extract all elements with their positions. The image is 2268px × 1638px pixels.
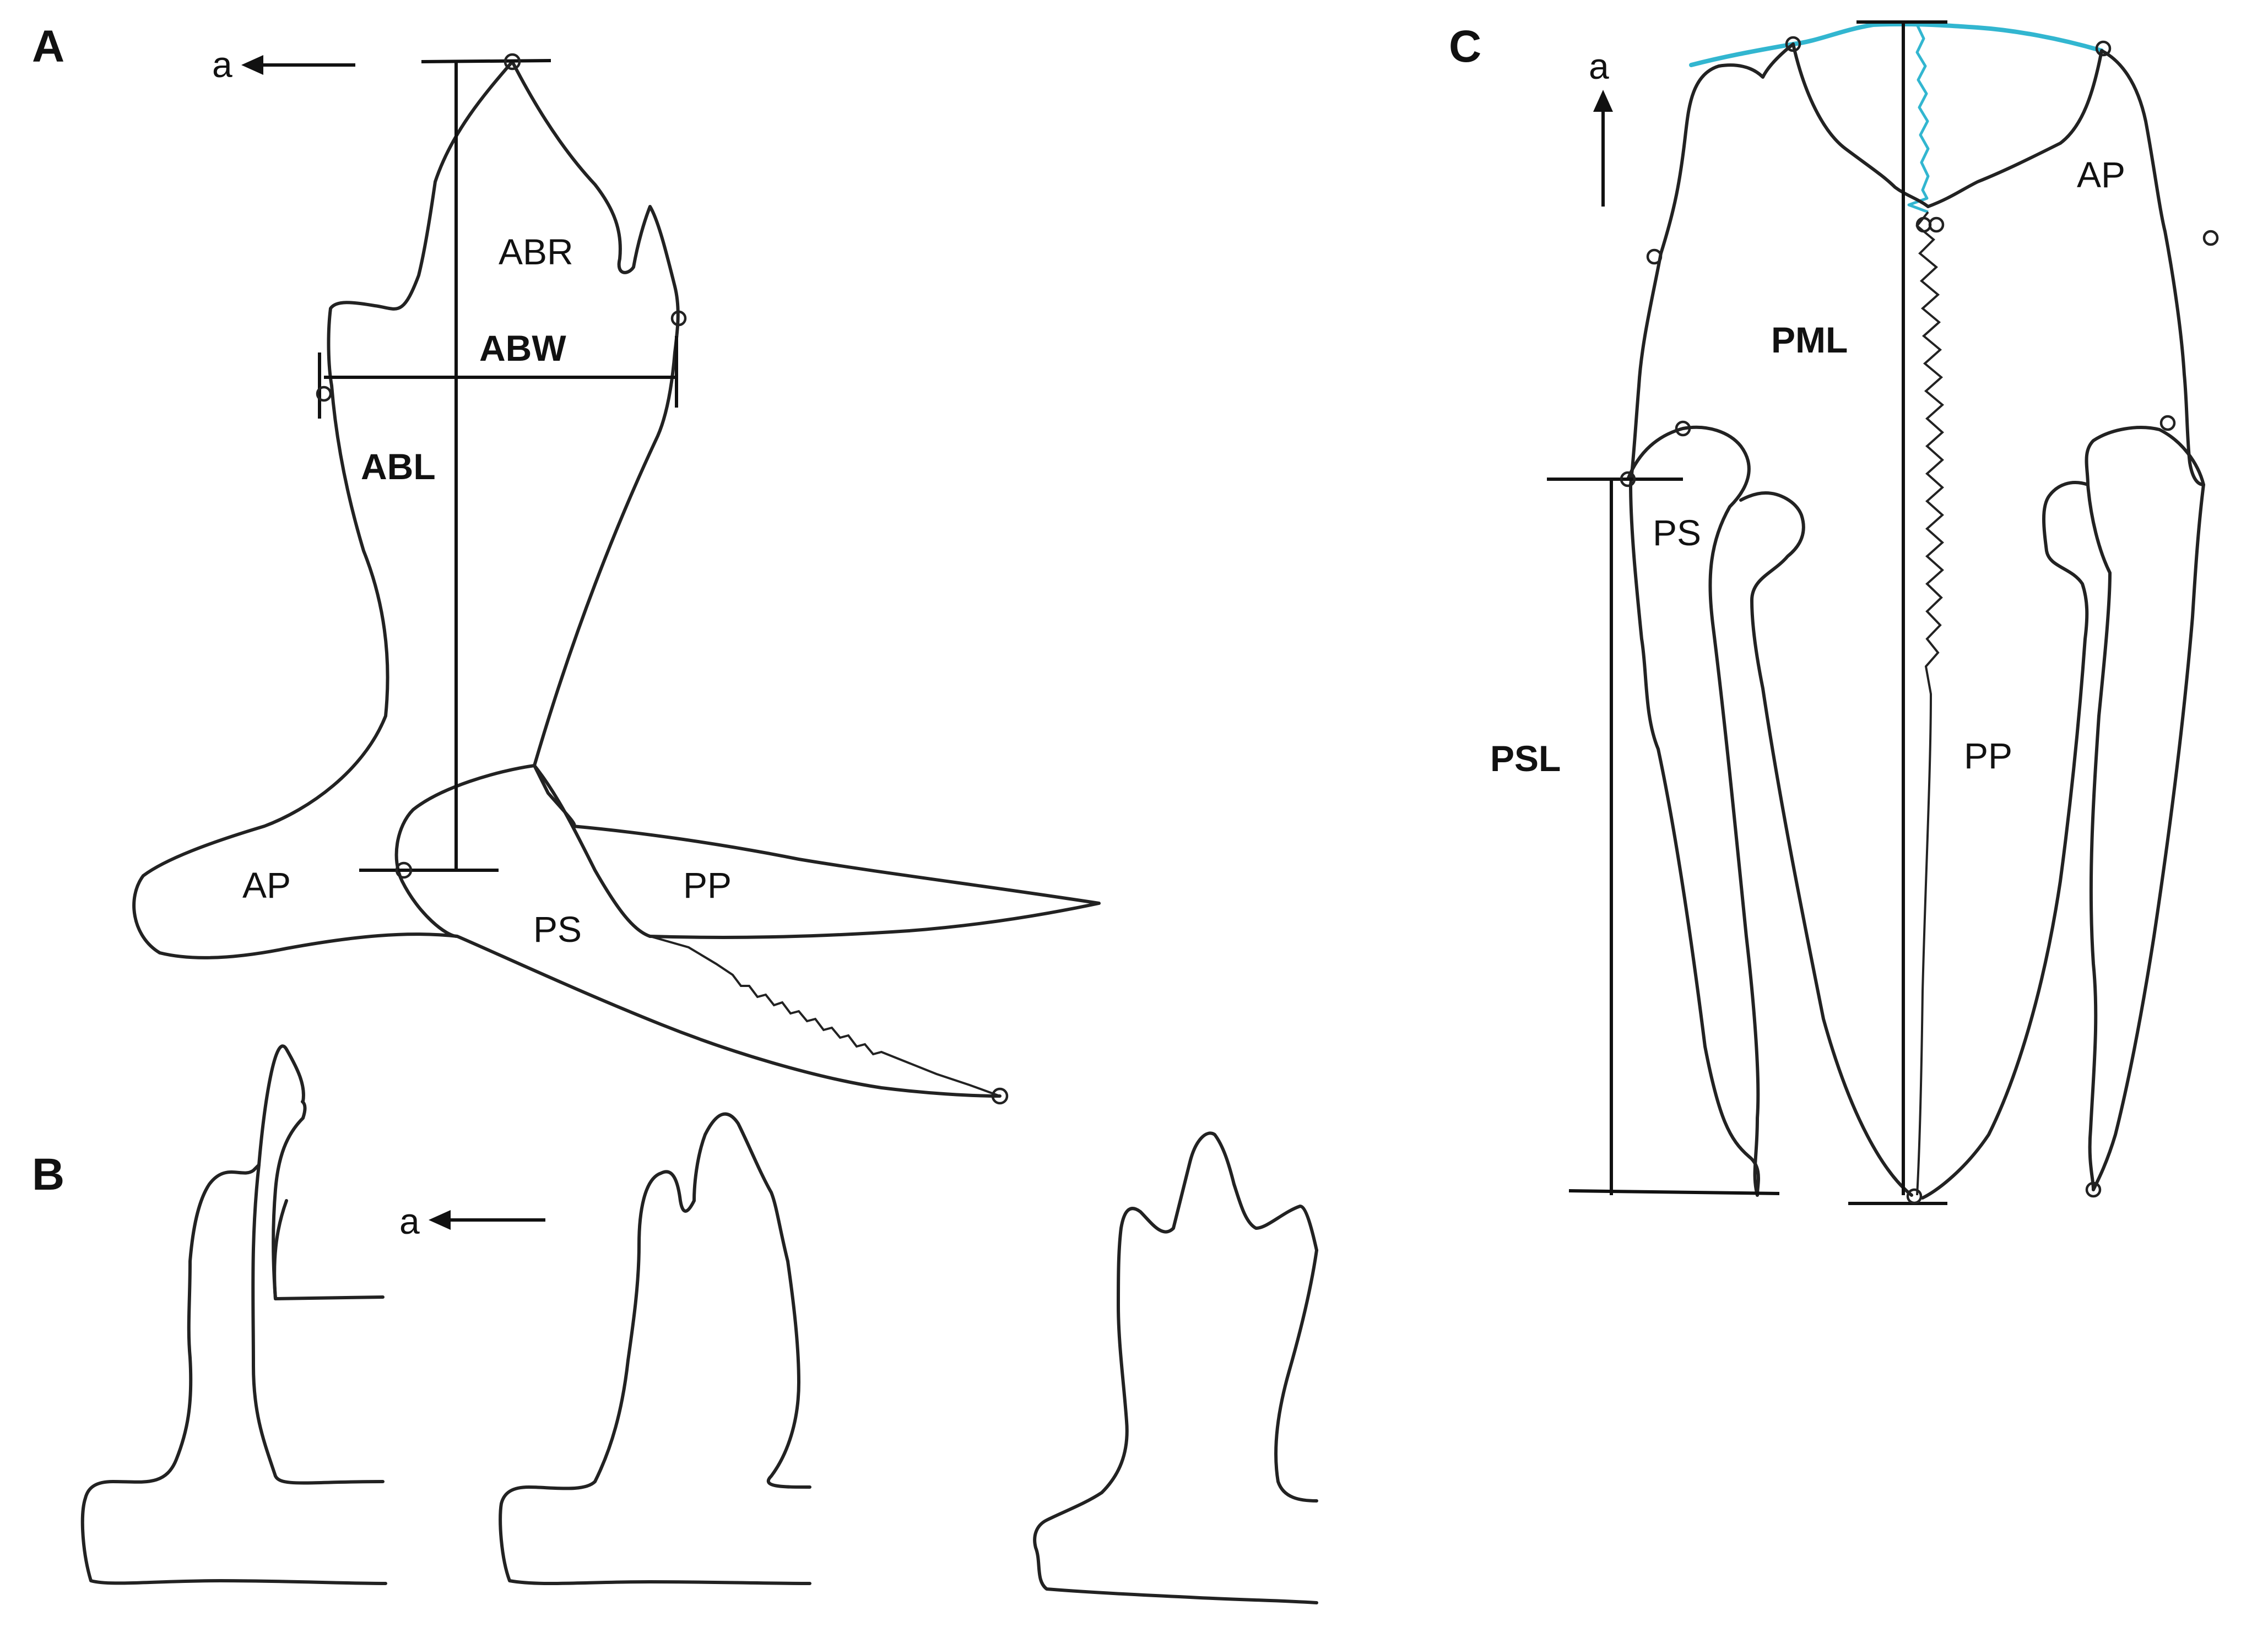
- panel-a-apodeme-outline: [511, 60, 680, 828]
- panel-a-pp-label: PP: [683, 865, 732, 905]
- panel-c-landmark: [1646, 248, 1663, 265]
- panel-a-landmark: [316, 386, 332, 402]
- panel-c-anterior-margin-highlight: [1689, 21, 2104, 67]
- panel-c-landmark: [1928, 216, 1945, 233]
- panel-c-direction-label: a: [1589, 46, 1609, 86]
- panel-c-landmark: [1906, 1188, 1923, 1205]
- panel-c: C a: [1449, 20, 2219, 1205]
- panel-c-ps-label: PS: [1653, 512, 1701, 553]
- panel-c-outline-right: [2100, 49, 2205, 486]
- panel-c-midline-suture: [1915, 211, 1945, 1196]
- panel-c-direction-arrow: a: [1589, 46, 1613, 207]
- panel-c-ps-left-outline: [1739, 491, 1913, 1197]
- panel-b-direction-label: a: [399, 1201, 420, 1241]
- panel-c-landmark: [1785, 36, 1801, 52]
- panel-a-ps-outline: [394, 764, 1002, 1098]
- panel-a-landmark: [991, 1087, 1009, 1105]
- panel-b-apodeme-shape-1: [80, 1044, 387, 1585]
- panel-a-landmark: [670, 310, 687, 327]
- panel-c-pp-label: PP: [1964, 735, 2012, 776]
- panel-b: B a: [32, 1044, 1318, 1604]
- panel-c-ap-label: AP: [2077, 154, 2125, 195]
- panel-c-psl-label: PSL: [1490, 738, 1561, 779]
- panel-c-landmark: [1675, 420, 1691, 437]
- panel-a-label: A: [32, 21, 64, 72]
- panel-a-ap-label: AP: [242, 865, 291, 905]
- panel-c-pml-label: PML: [1771, 319, 1848, 360]
- panel-c-landmark: [2202, 230, 2219, 246]
- panel-a-pp-outline: [571, 825, 1101, 939]
- panel-b-apodeme-shape-2: [499, 1112, 811, 1586]
- panel-a: A a ABR ABW ABL AP P: [32, 21, 1101, 1105]
- panel-b-apodeme-shape-3: [1033, 1131, 1318, 1604]
- panel-a-landmark: [504, 53, 521, 70]
- panel-a-direction-label: a: [212, 44, 232, 85]
- panel-a-ps-label: PS: [533, 909, 582, 950]
- panel-a-landmark: [395, 861, 413, 879]
- panel-b-label: B: [32, 1149, 64, 1200]
- panel-c-midline-highlight: [1907, 24, 1930, 214]
- panel-c-landmark: [2095, 40, 2112, 57]
- panel-c-landmark: [2159, 415, 2176, 431]
- panel-a-abr-label: ABR: [499, 231, 573, 272]
- panel-c-landmark: [1620, 471, 1636, 487]
- panel-c-landmark: [2085, 1181, 2102, 1198]
- panel-a-abl-label: ABL: [361, 446, 436, 487]
- panel-a-abw-label: ABW: [479, 328, 566, 368]
- panel-c-ps-right-outline: [1926, 49, 2103, 208]
- panel-a-direction-arrow: a: [212, 44, 355, 85]
- panel-a-serration: [649, 935, 1000, 1097]
- panel-b-direction-arrow: a: [399, 1201, 545, 1241]
- panel-c-label: C: [1449, 21, 1481, 72]
